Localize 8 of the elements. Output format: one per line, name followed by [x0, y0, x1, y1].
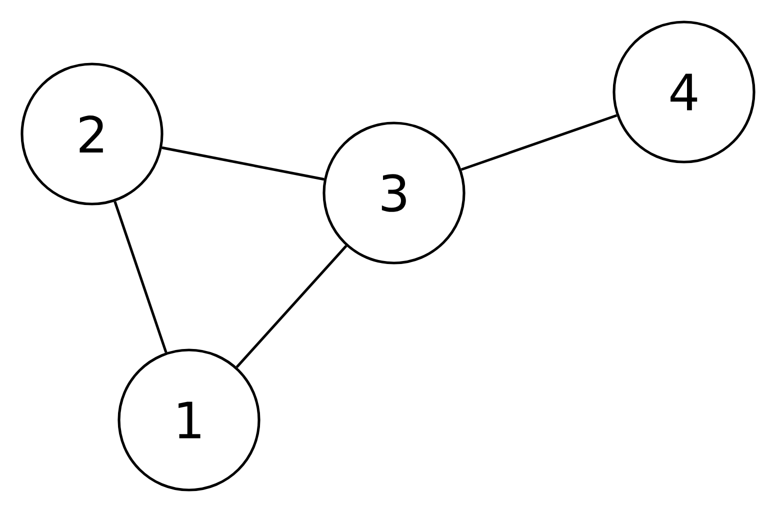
- edge-line: [114, 201, 168, 353]
- circle-node: 3: [322, 122, 466, 264]
- edge-line: [162, 146, 324, 181]
- circle-node: 1: [118, 348, 260, 492]
- circle-node: 2: [20, 62, 164, 206]
- edge-line: [236, 245, 348, 368]
- circle-node: 4: [612, 20, 756, 164]
- edge-line: [460, 114, 618, 171]
